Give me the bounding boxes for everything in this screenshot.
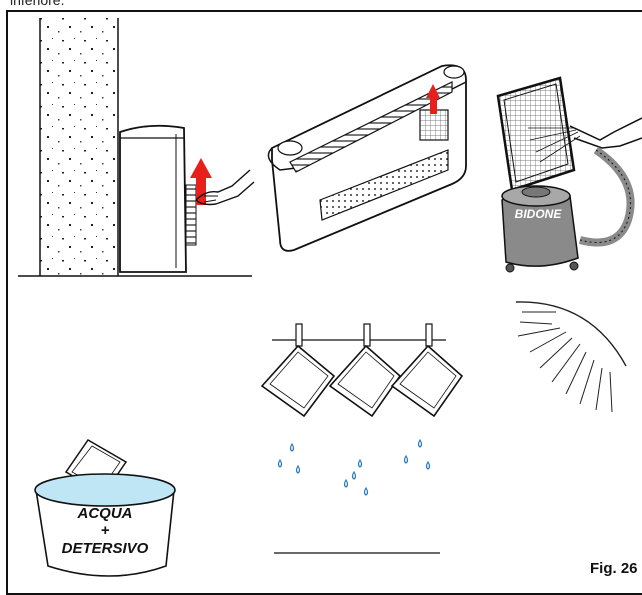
wall-unit-panel — [18, 18, 254, 276]
basin-text-acqua: ACQUA — [77, 505, 133, 522]
basin-water — [35, 474, 175, 506]
hanging-filter-3 — [392, 324, 462, 416]
basin-text-plus: + — [101, 522, 110, 539]
hanging-filter-2 — [330, 324, 400, 416]
basin-panel: ACQUA + DETERSIVO — [35, 440, 175, 576]
vacuum-label: BIDONE — [515, 207, 563, 221]
console-filter — [420, 110, 448, 140]
sun-rays-icon — [516, 302, 626, 412]
basin-text-detersivo: DETERSIVO — [62, 540, 149, 557]
console-unit-panel — [268, 65, 466, 251]
figure-label: Fig. 26 — [590, 560, 638, 577]
water-drops-icon — [279, 440, 430, 495]
hanging-filter-1 — [262, 324, 334, 416]
wall-unit-filter — [186, 185, 196, 245]
wall-texture — [40, 18, 118, 276]
vacuum-panel: BIDONE — [498, 78, 642, 272]
drying-panel — [262, 324, 462, 553]
